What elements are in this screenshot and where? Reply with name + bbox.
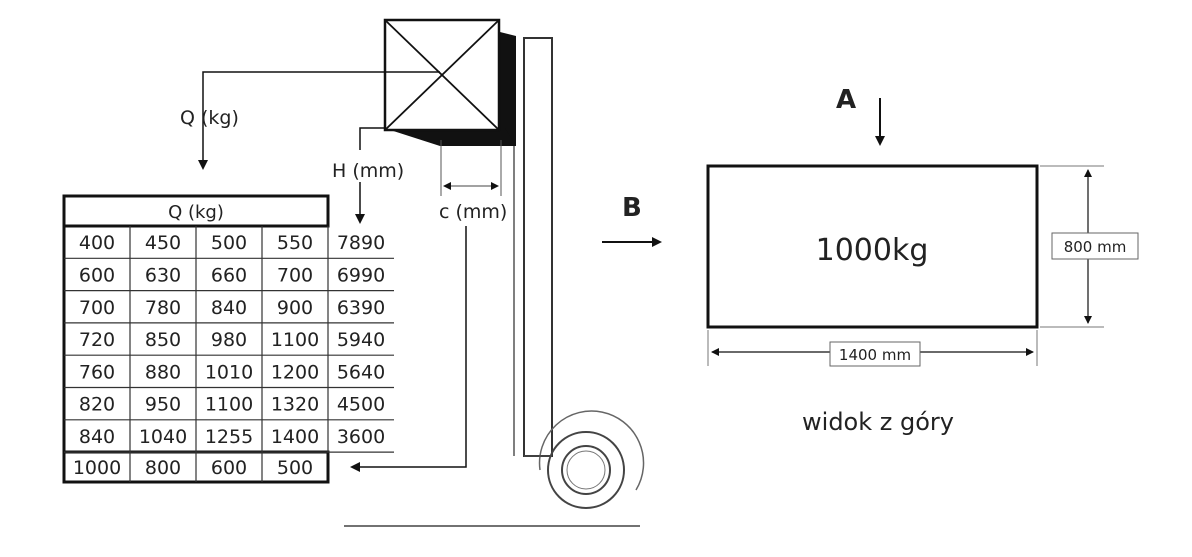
table-cell-capacity: 1200 [271,361,319,383]
fork-carriage [500,32,516,146]
width-dimension-label: 800 mm [1064,238,1127,256]
c-label: c (mm) [439,201,507,223]
table-footer-cell: 500 [277,457,313,479]
h-label: H (mm) [332,160,404,182]
h-leader-line [359,127,385,150]
forklift-mast [523,37,553,457]
table-cell-capacity: 550 [277,232,313,254]
table-cell-capacity: 700 [277,264,313,286]
table-cell-capacity: 1040 [139,426,187,448]
table-footer-cell: 1000 [73,457,121,479]
table-cell-capacity: 720 [79,329,115,351]
table-cell-capacity: 1320 [271,394,319,416]
load-crate [383,18,501,132]
table-footer-cell: 600 [211,457,247,479]
table-cell-height: 5640 [337,361,385,383]
table-cell-capacity: 700 [79,297,115,319]
table-cell-height: 6390 [337,297,385,319]
top-view-caption: widok z góry [802,408,954,436]
top-view: A B 1000kg 800 mm 1400 mm widok z góry [602,85,1139,436]
table-cell-capacity: 1100 [205,394,253,416]
table-cell-capacity: 980 [211,329,247,351]
table-cell-capacity: 1400 [271,426,319,448]
table-cell-height: 7890 [337,232,385,254]
table-cell-capacity: 660 [211,264,247,286]
table-cells: 400 450 500 550 7890 600 630 660 700 6990 700 780 84… [64,226,394,482]
table-cell-height: 5940 [337,329,385,351]
table-cell-capacity: 780 [145,297,181,319]
label-a: A [836,85,856,115]
table-cell-height: 4500 [337,394,385,416]
label-b: B [622,193,642,223]
table-cell-capacity: 450 [145,232,181,254]
forklift-wheel [538,410,645,509]
table-cell-capacity: 900 [277,297,313,319]
table-cell-capacity: 840 [211,297,247,319]
table-cell-capacity: 1255 [205,426,253,448]
table-cell-height: 6990 [337,264,385,286]
q-leader-line [198,71,440,170]
q-label: Q (kg) [180,107,239,129]
table-cell-capacity: 950 [145,394,181,416]
table-header: Q (kg) [168,202,224,223]
table-cell-capacity: 880 [145,361,181,383]
table-cell-capacity: 760 [79,361,115,383]
table-cell-capacity: 820 [79,394,115,416]
table-footer-cell: 800 [145,457,181,479]
table-cell-capacity: 840 [79,426,115,448]
length-dimension-label: 1400 mm [839,346,911,364]
load-weight: 1000kg [816,233,929,268]
table-cell-capacity: 630 [145,264,181,286]
table-cell-capacity: 850 [145,329,181,351]
forklift-drawing [344,18,645,527]
c-leader-line [350,226,467,472]
table-cell-capacity: 600 [79,264,115,286]
capacity-table: Q (kg) 400 450 500 550 7890 600 630 660 700 6990 7… [62,194,394,484]
table-cell-capacity: 400 [79,232,115,254]
table-cell-height: 3600 [337,426,385,448]
table-cell-capacity: 1010 [205,361,253,383]
pallet-rectangle [706,164,1039,329]
table-cell-capacity: 1100 [271,329,319,351]
table-cell-capacity: 500 [211,232,247,254]
